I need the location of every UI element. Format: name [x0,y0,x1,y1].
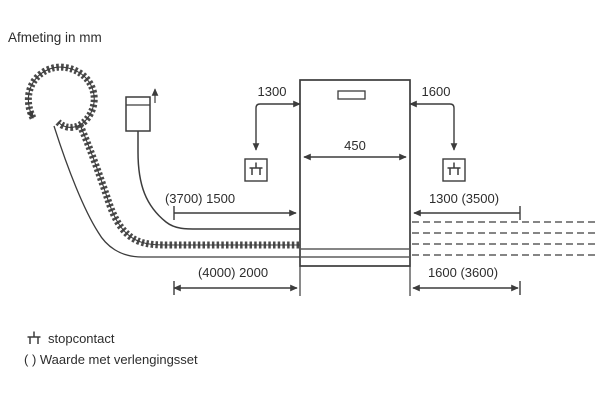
dim-cable-right-label: 1600 [422,84,451,99]
drain-hose-run [76,123,300,249]
power-cord [53,125,300,258]
page-title: Afmeting in mm [8,30,102,45]
dim-total-right [409,266,521,296]
legend-socket-label: stopcontact [48,331,115,346]
dim-cable-left [244,100,301,182]
legend-note: ( ) Waarde met verlengingsset [24,352,198,367]
dim-supply-left-label: (3700) 1500 [165,191,235,206]
extension-hoses [412,221,598,256]
dim-width-label: 450 [344,138,366,153]
power-socket-box-right [442,158,466,182]
appliance-handle [337,90,366,100]
dim-supply-left [173,206,297,220]
dim-cable-left-line [252,100,301,151]
aquastop-valve [125,96,151,132]
appliance-body [299,79,411,267]
dim-drain-right [413,206,521,220]
dim-cable-left-label: 1300 [258,84,287,99]
dim-drain-right-label: 1300 (3500) [429,191,499,206]
dim-total-left [173,266,301,296]
dim-total-right-label: 1600 (3600) [428,265,498,280]
power-socket-icon-legend [26,330,42,345]
supply-hose [137,131,300,230]
hoses-left [24,63,300,258]
legend-socket-icon-wrap [26,330,42,345]
drain-hose-spine [26,66,95,128]
dim-cable-right [409,100,466,182]
dim-cable-right-line [409,100,458,151]
dim-total-left-label: (4000) 2000 [198,265,268,280]
power-socket-icon-left [248,161,264,176]
power-socket-box-left [244,158,268,182]
power-socket-icon-right [446,161,462,176]
appliance-outline [299,79,411,267]
drain-hose-spine-2 [79,124,300,246]
